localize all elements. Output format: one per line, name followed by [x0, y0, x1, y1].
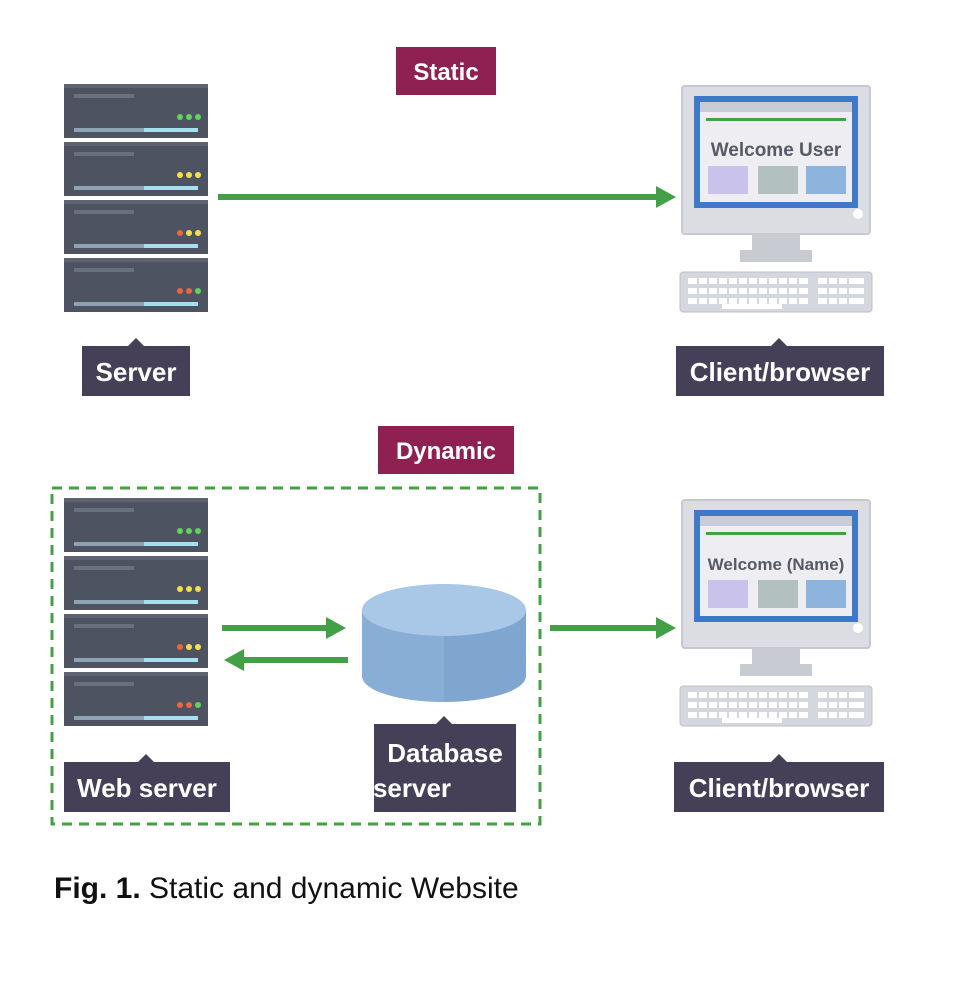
database-to-client-arrow	[550, 617, 676, 639]
dynamic-server-group-boundary	[50, 486, 542, 826]
dynamic-title-tag: Dynamic	[378, 426, 514, 474]
web-server-label: Web server	[77, 773, 217, 803]
database-label-tag: Database server	[373, 716, 516, 812]
static-title: Static	[413, 59, 478, 86]
figure-number: Fig. 1.	[54, 872, 141, 905]
server-label-tag: Server	[82, 338, 190, 396]
web-server-label-tag: Web server	[64, 754, 230, 812]
dynamic-title: Dynamic	[396, 438, 496, 465]
web-server-icon	[64, 498, 208, 726]
static-client-computer-icon: Welcome User	[679, 85, 873, 313]
database-label-line2: server	[373, 773, 451, 803]
database-icon	[362, 584, 526, 702]
database-to-web-arrow	[224, 649, 348, 671]
web-to-database-arrow	[222, 617, 346, 639]
dynamic-client-label: Client/browser	[689, 773, 870, 803]
database-label-line1: Database	[387, 738, 503, 768]
figure-caption: Fig. 1. Static and dynamic Website	[54, 872, 519, 906]
static-client-label-tag: Client/browser	[676, 338, 884, 396]
static-client-label: Client/browser	[690, 357, 871, 387]
static-server-icon	[64, 84, 208, 312]
dynamic-client-computer-icon: Welcome (Name)	[679, 499, 873, 727]
dynamic-screen-text: Welcome (Name)	[708, 555, 845, 574]
figure-caption-text: Static and dynamic Website	[149, 872, 519, 905]
static-screen-text: Welcome User	[711, 140, 842, 161]
static-title-tag: Static	[396, 47, 496, 95]
static-arrow	[218, 186, 676, 208]
server-label: Server	[96, 357, 177, 387]
dynamic-client-label-tag: Client/browser	[674, 754, 884, 812]
